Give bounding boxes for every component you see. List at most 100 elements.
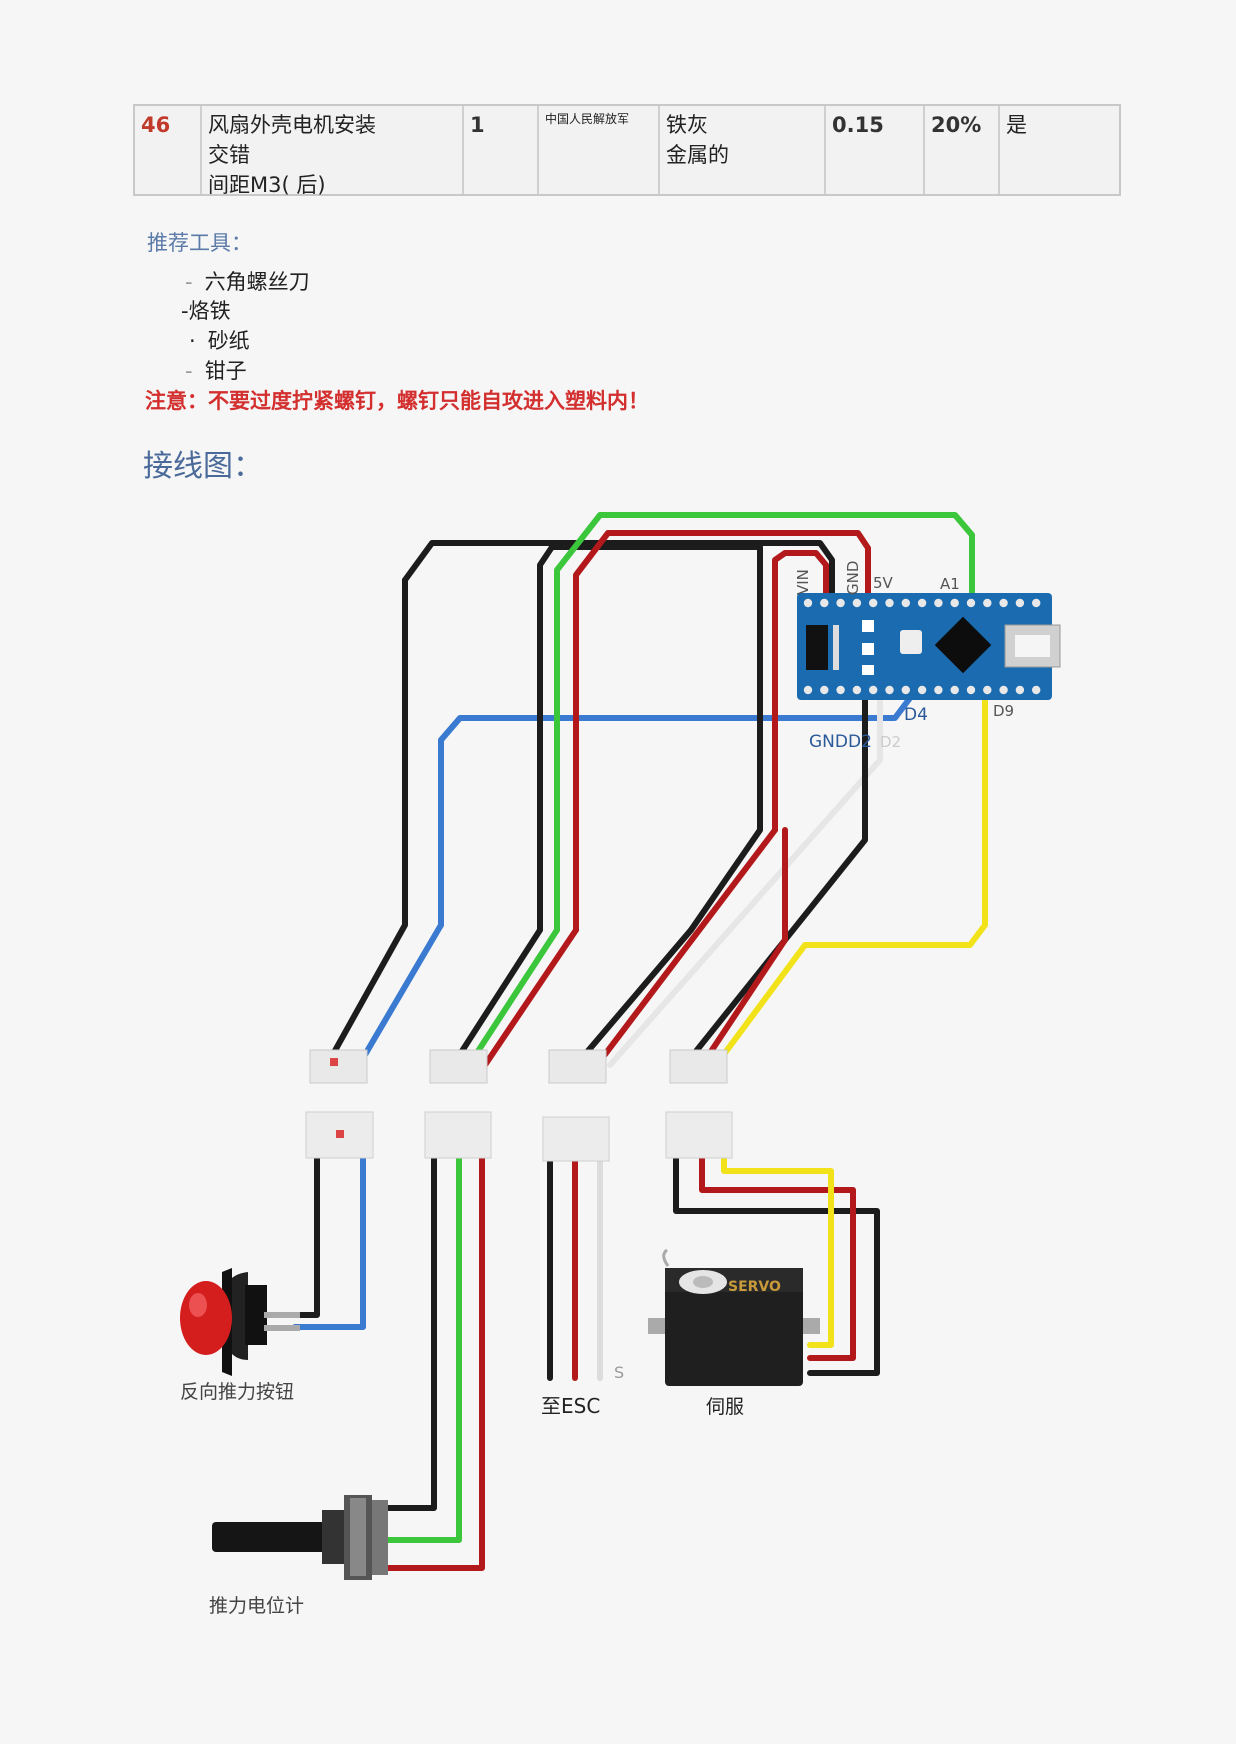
- tool-bullet: -: [185, 270, 193, 294]
- wire-white: [607, 697, 883, 1068]
- material-line: 铁灰: [666, 113, 708, 137]
- wire-yellow: [713, 687, 988, 1068]
- tool-bullet: -: [185, 359, 193, 383]
- wire-red: [699, 1125, 856, 1361]
- wire-blue: [356, 922, 444, 1068]
- header-pin: [950, 598, 959, 608]
- connector-top-4: [669, 1049, 728, 1084]
- tool-text: -烙铁: [181, 299, 231, 323]
- header-pin: [901, 598, 910, 608]
- board-header-pins: [803, 598, 1041, 695]
- header-pin: [820, 598, 829, 608]
- connector-top-3: [548, 1049, 607, 1084]
- tool-text: 六角螺丝刀: [204, 270, 310, 294]
- header-pin: [820, 685, 829, 695]
- connector-top-1: [309, 1049, 368, 1084]
- connector-bottom-3: [542, 1116, 610, 1162]
- header-pin: [917, 598, 927, 608]
- header-pin: [999, 685, 1008, 695]
- header-pin: [803, 598, 813, 608]
- connector-top-2: [429, 1049, 488, 1084]
- header-pin: [1032, 598, 1041, 608]
- material-cell: 铁灰 金属的: [660, 106, 826, 194]
- tool-item: -钳子: [185, 355, 247, 385]
- header-pin: [934, 598, 943, 608]
- header-pin: [852, 598, 862, 608]
- header-pin: [1032, 685, 1041, 695]
- pin-label-d4: D4: [904, 705, 928, 725]
- header-pin: [852, 685, 862, 695]
- wire-blue: [438, 695, 913, 928]
- header-pin: [1015, 685, 1025, 695]
- source-cell: 中国人民解放军: [539, 106, 660, 194]
- header-pin: [950, 685, 959, 695]
- pin-label-vin: VIN: [794, 569, 812, 595]
- part-name-line: 交错: [208, 143, 250, 167]
- header-pin: [869, 598, 878, 608]
- header-pin: [983, 598, 992, 608]
- wire-red: [482, 927, 579, 1068]
- wire-black: [324, 577, 408, 1068]
- wire-red: [382, 1125, 485, 1571]
- mcu-chip: [934, 616, 992, 674]
- pin-label-5v: 5V: [873, 574, 894, 592]
- wire-black: [382, 1125, 437, 1511]
- connector-bottom-2: [424, 1111, 492, 1159]
- part-name-line: 风扇外壳电机安装: [208, 113, 376, 137]
- header-pin: [983, 685, 992, 695]
- label-potentiometer: 推力电位计: [209, 1595, 305, 1617]
- part-name-line: 间距M3( 后): [208, 173, 326, 197]
- material-line: 金属的: [666, 143, 729, 167]
- parts-table-row: 46 风扇外壳电机安装 交错 间距M3( 后) 1 中国人民解放军 铁灰 金属的…: [133, 104, 1121, 197]
- header-pin: [836, 685, 845, 695]
- servo-label: SERVO: [728, 1279, 781, 1295]
- header-pin: [966, 598, 976, 608]
- wire-black: [402, 540, 835, 608]
- tool-text: 砂纸: [207, 329, 250, 353]
- value-cell: 0.15: [826, 106, 925, 194]
- arduino-nano-board: [797, 593, 1061, 700]
- tool-bullet: ·: [189, 329, 196, 353]
- wire-red: [772, 550, 829, 833]
- header-pin: [885, 598, 894, 608]
- header-pin: [869, 685, 878, 695]
- wire-red: [699, 827, 788, 1068]
- tool-text: 钳子: [204, 359, 247, 383]
- header-pin: [966, 685, 976, 695]
- servo-motor: SERVO: [648, 1248, 820, 1386]
- quantity-cell: 1: [464, 106, 539, 194]
- wire-blue: [292, 1125, 366, 1330]
- header-pin: [901, 685, 910, 695]
- header-pin: [934, 685, 943, 695]
- header-pin: [917, 685, 927, 695]
- wire-red: [594, 827, 778, 1068]
- wire-black: [682, 697, 868, 1068]
- wire-black: [292, 1125, 320, 1318]
- wire-black: [537, 544, 763, 933]
- header-pin: [803, 685, 813, 695]
- required-cell: 是: [1006, 113, 1027, 137]
- header-pin: [1015, 598, 1025, 608]
- connector-bottom-4: [665, 1111, 733, 1159]
- tool-item: -烙铁: [181, 295, 231, 325]
- potentiometer: [212, 1495, 388, 1580]
- wire-green: [554, 512, 975, 933]
- tool-item: -六角螺丝刀: [185, 266, 310, 296]
- push-button: [180, 1268, 300, 1376]
- pin-label-d2-ghost: D2: [880, 733, 901, 751]
- infill-cell: 20%: [925, 106, 1000, 194]
- pin-label-gndd2: GNDD2: [809, 732, 872, 752]
- header-pin: [836, 598, 845, 608]
- pin-label-gnd: GND: [844, 561, 862, 595]
- label-esc: 至ESC: [541, 1394, 601, 1418]
- wire-red: [573, 530, 871, 933]
- wire-black: [673, 1125, 880, 1376]
- wire-green: [382, 1125, 462, 1543]
- esc-signal-label: S: [614, 1363, 624, 1382]
- wire-black: [450, 927, 543, 1068]
- part-name-cell: 风扇外壳电机安装 交错 间距M3( 后): [202, 106, 464, 197]
- tool-item: · 砂纸: [189, 325, 250, 355]
- warning-note: 注意：不要过度拧紧螺钉，螺钉只能自攻进入塑料内！: [145, 389, 649, 413]
- label-button: 反向推力按钮: [180, 1381, 295, 1403]
